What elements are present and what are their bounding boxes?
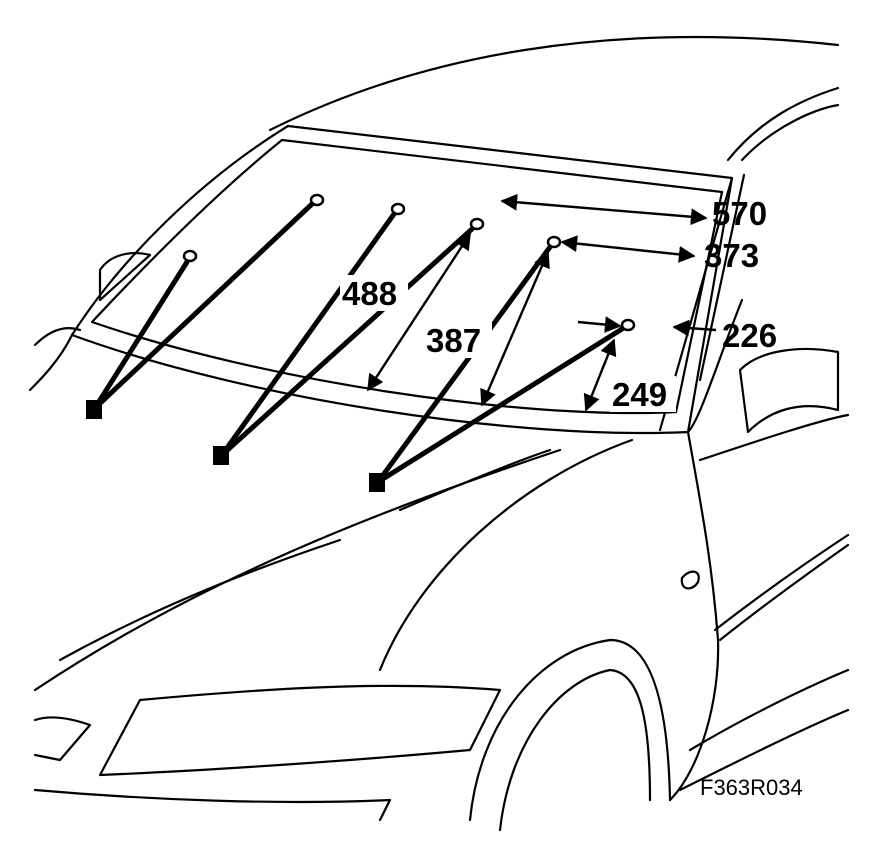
bumper-line [33,716,92,762]
cowl-line-2 [58,538,342,662]
left-body-edge [33,327,82,347]
label-570: 570 [712,195,767,232]
label-bg-387 [424,322,492,358]
nozzle-1 [86,400,102,419]
dim-488-arrow [366,232,472,392]
washer-nozzle-targets [182,193,636,332]
dim-387-arrow [480,250,550,407]
label-bg-488 [340,275,408,311]
windshield-outer-frame [70,124,734,435]
dim-249-left-tick [577,316,622,333]
spray-lines [92,201,625,485]
door-window-frame-2 [698,173,746,382]
hood-cowl-line [28,333,74,392]
nozzle-target-5 [546,235,562,249]
label-387: 387 [426,322,481,359]
windshield-top-edge [70,124,290,337]
figure-code: F363R034 [700,775,803,800]
fender-line [668,430,720,802]
a-pillar-line [686,298,744,434]
hood-crease [378,438,634,672]
nozzle-2 [213,446,229,465]
spray-line-1a [92,259,190,411]
hood-front-edge [33,448,562,692]
spray-line-1b [92,201,315,411]
car-outline [28,35,850,832]
roof-rear-line [726,86,840,162]
nozzle-target-6 [620,318,636,332]
label-488: 488 [342,275,397,312]
dimension-arrows [366,193,717,412]
nozzle-target-4 [469,217,485,231]
label-226: 226 [722,317,777,354]
spray-line-2a [219,211,397,458]
door-edge [698,413,850,462]
label-373: 373 [704,237,759,274]
label-bg-249 [610,376,676,412]
fender-side-marker [680,570,700,590]
measurement-labels: 570 373 226 488 387 249 [340,195,777,413]
dim-373-arrow [560,235,696,263]
door-line-2 [713,533,850,632]
door-bottom [688,668,850,752]
dim-249-arrow [583,338,617,412]
nozzle-target-1 [182,249,198,263]
door-line-1 [718,543,850,642]
label-249: 249 [612,376,667,413]
door-window-frame [740,103,840,162]
left-mirror [98,252,152,302]
bumper-lower [33,788,392,822]
side-mirror [738,347,840,434]
dim-570-arrow [500,193,708,226]
nozzle-3 [369,473,385,492]
cowl-line [398,448,552,512]
wheel-arch-inner [498,668,652,832]
door-rocker [678,708,850,792]
dim-226-arrow [672,319,717,337]
headlight [98,684,502,777]
wheel-arch-outer [468,638,672,822]
windshield-inner-glass [90,138,724,415]
nozzle-target-3 [390,202,406,216]
roof-line [268,35,840,132]
washer-nozzles [86,400,385,492]
